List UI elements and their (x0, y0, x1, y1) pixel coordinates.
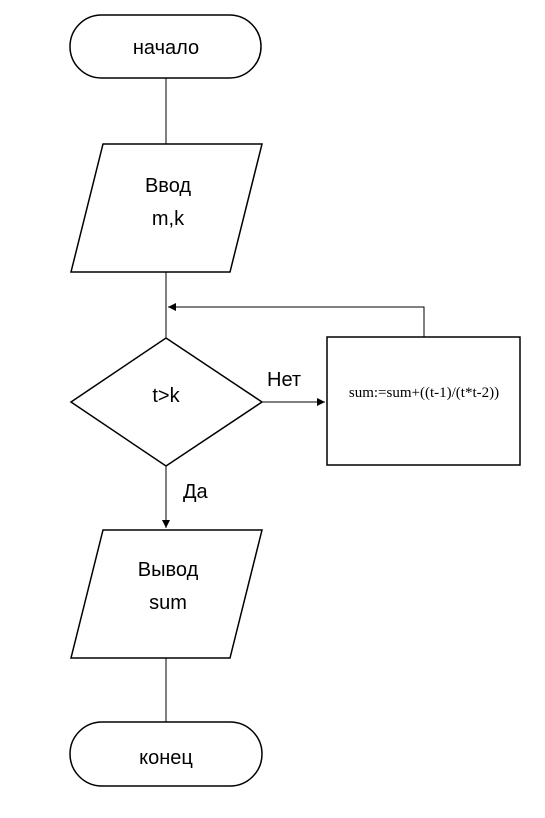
decision-diamond: t>k (69, 337, 264, 467)
start-label: начало (133, 37, 199, 59)
branch-yes-label: Да (183, 481, 209, 503)
decision-condition: t>k (152, 385, 180, 407)
input-variables: m,k (152, 208, 185, 230)
process-block: sum:=sum+((t-1)/(t*t-2)) (326, 336, 521, 466)
end-terminator: конец (69, 721, 263, 787)
start-terminator: начало (69, 14, 262, 79)
connector-loop-back (168, 303, 425, 337)
process-formula: sum:=sum+((t-1)/(t*t-2)) (349, 385, 499, 401)
input-label: Ввод (145, 175, 191, 197)
input-block: Ввод m,k (70, 143, 263, 273)
end-label: конец (139, 747, 193, 769)
branch-no-label: Нет (267, 369, 301, 391)
output-label: Вывод (138, 559, 199, 581)
output-block: Вывод sum (70, 529, 263, 659)
output-variable: sum (149, 592, 187, 614)
